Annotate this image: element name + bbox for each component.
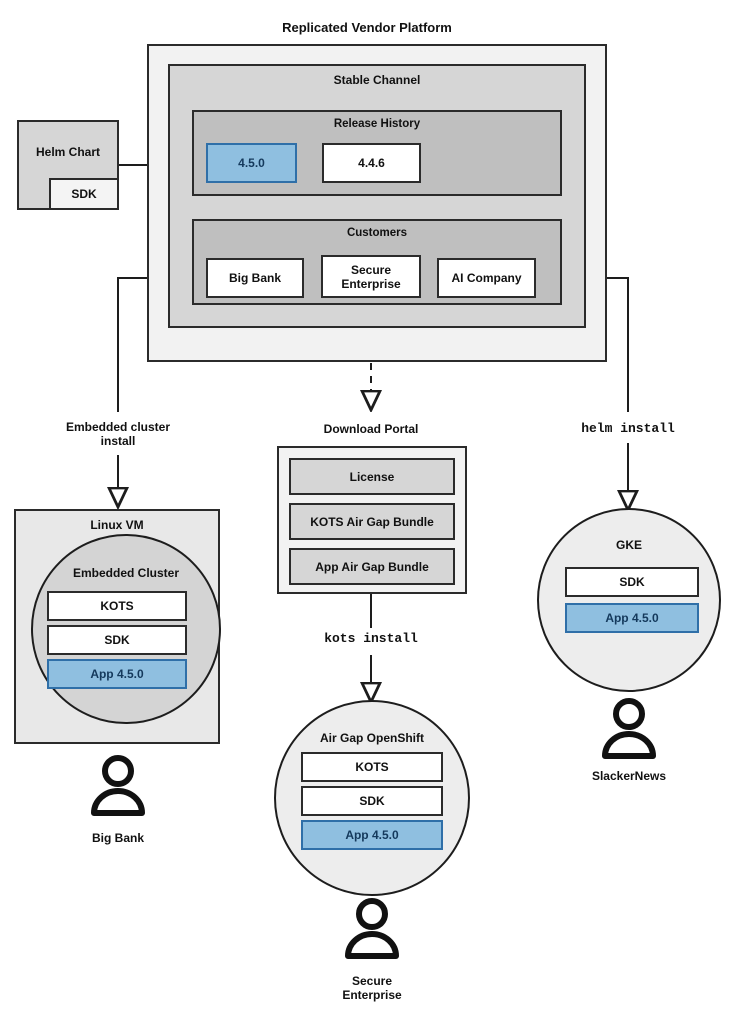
embedded-cluster-install-label: Embedded cluster install — [28, 414, 208, 454]
gke-label: GKE — [537, 537, 721, 553]
slackernews-user-label-text: SlackerNews — [591, 769, 667, 783]
download-portal-item-license-label: License — [349, 469, 395, 484]
airgap-openshift-label: Air Gap OpenShift — [274, 730, 470, 746]
diagram-title: Replicated Vendor Platform — [0, 18, 734, 36]
helm-install-label: helm install — [538, 418, 718, 438]
embedded-install-line1: Embedded cluster — [65, 420, 171, 434]
customer-ai-company-label: AI Company — [451, 271, 522, 285]
openshift-component-sdk[interactable]: SDK — [301, 786, 443, 816]
openshift-component-app[interactable]: App 4.5.0 — [301, 820, 443, 850]
customer-big-bank[interactable]: Big Bank — [206, 258, 304, 298]
big-bank-user-label-text: Big Bank — [91, 831, 144, 845]
gke-component-sdk[interactable]: SDK — [565, 567, 699, 597]
helm-install-text: helm install — [581, 420, 675, 436]
download-portal-title: Download Portal — [281, 420, 461, 438]
customers-title: Customers — [346, 227, 408, 239]
customer-ai-company[interactable]: AI Company — [437, 258, 536, 298]
secure-enterprise-user-line1: Secure — [351, 974, 393, 988]
helm-chart-sdk-box[interactable]: SDK — [49, 178, 119, 210]
release-4-4-6[interactable]: 4.4.6 — [322, 143, 421, 183]
big-bank-person-icon — [91, 755, 145, 816]
openshift-component-app-label: App 4.5.0 — [345, 828, 399, 842]
helm-chart-sdk-label: SDK — [71, 187, 97, 201]
linux-vm-component-kots-label: KOTS — [100, 599, 134, 613]
download-portal-title-text: Download Portal — [323, 422, 419, 436]
linux-vm-component-app-label: App 4.5.0 — [90, 667, 144, 681]
big-bank-user-label: Big Bank — [28, 830, 208, 846]
customer-secure-enterprise-line1: Secure — [350, 262, 392, 277]
airgap-openshift-label-text: Air Gap OpenShift — [319, 731, 424, 745]
release-4-5-0-label: 4.5.0 — [238, 156, 265, 170]
kots-install-text: kots install — [324, 630, 418, 646]
linux-vm-component-kots[interactable]: KOTS — [47, 591, 187, 621]
download-portal-item-kots-airgap-label: KOTS Air Gap Bundle — [310, 514, 434, 529]
customer-secure-enterprise-line2: Enterprise — [341, 276, 401, 291]
gke-component-sdk-label: SDK — [619, 575, 645, 589]
openshift-component-sdk-label: SDK — [359, 794, 385, 808]
secure-enterprise-user-line2: Enterprise — [342, 988, 402, 1002]
openshift-component-kots-label: KOTS — [355, 760, 389, 774]
linux-vm-component-sdk[interactable]: SDK — [47, 625, 187, 655]
stable-channel-title: Stable Channel — [333, 73, 421, 87]
gke-component-app-label: App 4.5.0 — [605, 611, 659, 625]
gke-component-app[interactable]: App 4.5.0 — [565, 603, 699, 633]
embedded-cluster-label-text: Embedded Cluster — [72, 566, 180, 580]
linux-vm-component-app[interactable]: App 4.5.0 — [47, 659, 187, 689]
linux-vm-title: Linux VM — [90, 518, 144, 532]
download-portal-item-app-airgap-label: App Air Gap Bundle — [315, 559, 429, 574]
slackernews-person-icon — [602, 698, 656, 759]
secure-enterprise-user-label: Secure Enterprise — [282, 970, 462, 1006]
download-portal-item-app-airgap[interactable]: App Air Gap Bundle — [289, 548, 455, 585]
customer-secure-enterprise[interactable]: Secure Enterprise — [321, 255, 421, 298]
openshift-component-kots[interactable]: KOTS — [301, 752, 443, 782]
download-portal-item-license[interactable]: License — [289, 458, 455, 495]
diagram-title-text: Replicated Vendor Platform — [282, 19, 452, 35]
download-portal-item-kots-airgap[interactable]: KOTS Air Gap Bundle — [289, 503, 455, 540]
kots-install-label: kots install — [281, 628, 461, 648]
slackernews-user-label: SlackerNews — [539, 768, 719, 784]
customer-big-bank-label: Big Bank — [228, 271, 281, 285]
gke-circle — [537, 508, 721, 692]
linux-vm-component-sdk-label: SDK — [104, 633, 130, 647]
release-4-4-6-label: 4.4.6 — [358, 156, 385, 170]
secure-enterprise-person-icon — [345, 898, 399, 959]
release-history-title: Release History — [333, 118, 421, 130]
release-4-5-0[interactable]: 4.5.0 — [206, 143, 297, 183]
gke-label-text: GKE — [615, 538, 642, 552]
helm-chart-label: Helm Chart — [35, 145, 100, 159]
embedded-cluster-label: Embedded Cluster — [31, 565, 221, 581]
embedded-install-line2: install — [100, 434, 136, 448]
